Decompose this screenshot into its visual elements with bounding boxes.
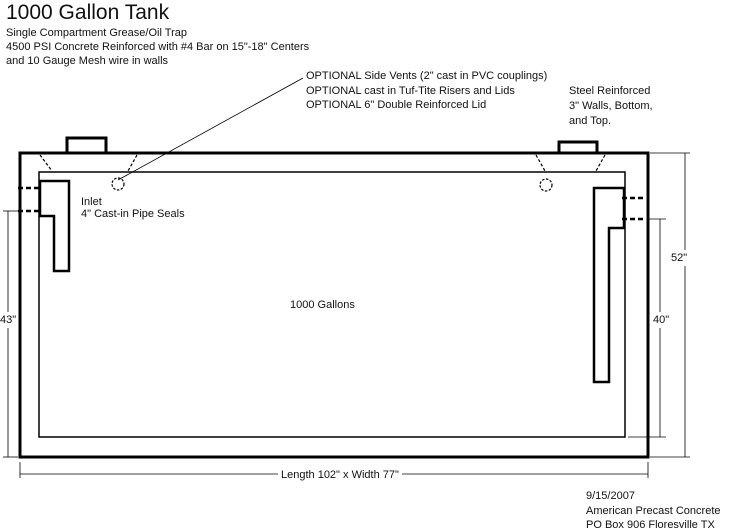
vent-leader-line (117, 77, 304, 181)
right-inner-height-dimension: 40" (652, 312, 671, 328)
inlet-label: Inlet (81, 196, 102, 208)
side-vent-right (539, 178, 553, 192)
capacity-label: 1000 Gallons (290, 299, 355, 311)
subtitle-line-1: Single Compartment Grease/Oil Trap (6, 27, 187, 39)
optional-risers-label: OPTIONAL cast in Tuf-Tite Risers and Lid… (306, 85, 515, 97)
side-vent-left (111, 177, 125, 191)
outlet-tee (592, 186, 626, 384)
riser-dash-left-a (39, 154, 53, 172)
riser-dash-right-b (595, 154, 606, 172)
right-height-dimension: 52" (671, 250, 688, 266)
footer-company: American Precast Concrete (586, 505, 721, 517)
steel-label-line-2: 3" Walls, Bottom, (569, 100, 653, 112)
steel-label-line-3: and Top. (569, 115, 612, 127)
riser-dash-right-a (535, 154, 546, 172)
steel-label-line-1: Steel Reinforced (569, 85, 651, 97)
inlet-tee (38, 179, 71, 273)
subtitle-line-3: and 10 Gauge Mesh wire in walls (6, 55, 169, 67)
optional-lid-label: OPTIONAL 6" Double Reinforced Lid (306, 99, 487, 111)
lid-handle-right (557, 140, 599, 152)
diagram-title: 1000 Gallon Tank (6, 1, 170, 24)
tank-inner-wall (38, 171, 626, 438)
lid-handle-left (65, 136, 108, 152)
pipe-seal-label: 4" Cast-in Pipe Seals (81, 208, 185, 220)
riser-dash-left-b (127, 154, 138, 172)
footer-address: PO Box 906 Floresville TX (586, 519, 715, 531)
tank-outer-wall (18, 151, 650, 459)
optional-vents-label: OPTIONAL Side Vents (2" cast in PVC coup… (306, 70, 548, 82)
bottom-dimension: Length 102" x Width 77" (278, 468, 402, 482)
left-height-dimension: 43" (0, 312, 17, 328)
footer-date: 9/15/2007 (586, 490, 635, 502)
subtitle-line-2: 4500 PSI Concrete Reinforced with #4 Bar… (6, 41, 310, 53)
